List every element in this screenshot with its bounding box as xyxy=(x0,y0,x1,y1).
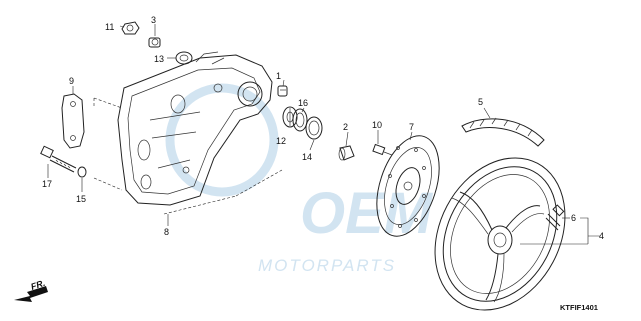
tire xyxy=(461,117,545,147)
collar xyxy=(148,37,161,48)
cap-nut xyxy=(121,21,140,35)
watermark: OEM MOTORPARTS xyxy=(165,83,434,275)
callout-17: 17 xyxy=(42,179,52,189)
gasket-plate xyxy=(61,93,85,149)
rear-wheel xyxy=(434,157,566,311)
callout-7: 7 xyxy=(409,122,414,132)
callout-3: 3 xyxy=(151,15,156,25)
air-valve xyxy=(545,204,565,231)
watermark-ring xyxy=(165,83,279,197)
collar-2 xyxy=(338,145,355,161)
flange-bolt xyxy=(40,145,77,173)
front-arrow-icon xyxy=(14,286,48,302)
figure-code: KTFIF1401 xyxy=(560,303,598,312)
callout-13: 13 xyxy=(154,54,164,64)
callout-labels: 1 2 3 4 5 6 7 8 9 10 11 12 13 14 15 16 1… xyxy=(42,15,604,241)
callout-10: 10 xyxy=(372,120,382,130)
watermark-brand: OEM xyxy=(300,181,434,246)
callout-2: 2 xyxy=(343,122,348,132)
callout-5: 5 xyxy=(478,97,483,107)
callout-8: 8 xyxy=(164,227,169,237)
swing-arm xyxy=(117,51,273,206)
callout-16: 16 xyxy=(298,98,308,108)
callout-4: 4 xyxy=(599,231,604,241)
callout-6: 6 xyxy=(571,213,576,223)
leader-lines xyxy=(47,24,600,245)
callout-9: 9 xyxy=(69,76,74,86)
bolt-10 xyxy=(372,143,393,156)
collar-ring-14 xyxy=(305,116,323,140)
front-direction-indicator: FR. xyxy=(14,278,48,302)
callout-1: 1 xyxy=(276,71,281,81)
washer xyxy=(77,166,87,178)
bolt-1 xyxy=(277,85,288,97)
callout-14: 14 xyxy=(302,152,312,162)
callout-12: 12 xyxy=(276,136,286,146)
callout-15: 15 xyxy=(76,194,86,204)
watermark-subtitle: MOTORPARTS xyxy=(258,256,396,275)
direction-label: FR. xyxy=(30,278,47,292)
oil-seal-16 xyxy=(292,108,308,132)
brake-disk xyxy=(376,135,440,237)
callout-11: 11 xyxy=(105,22,114,32)
bearing-13 xyxy=(175,51,193,65)
